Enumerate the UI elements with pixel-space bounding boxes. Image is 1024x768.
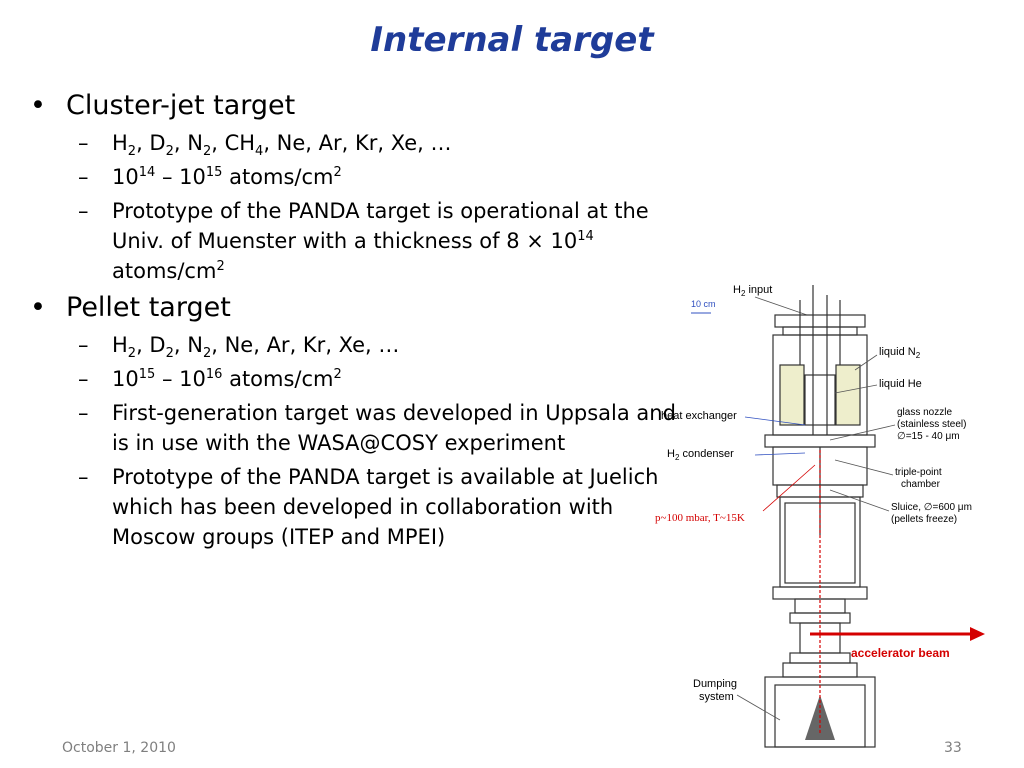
- text: atoms/cm: [222, 165, 334, 189]
- heat-exchanger-label: heat exchanger: [661, 410, 737, 422]
- page-number: 33: [944, 740, 962, 756]
- bullet-pellet: • Pellet target: [30, 290, 690, 326]
- leader-line: [754, 296, 808, 316]
- leader-line: [829, 424, 896, 441]
- sluice-label-2: (pellets freeze): [891, 514, 957, 525]
- superscript: 14: [577, 229, 594, 244]
- text: , Ne, Ar, Kr, Xe, …: [263, 131, 452, 155]
- bullet-list: • Cluster-jet target – H2, D2, N2, CH4, …: [30, 88, 690, 556]
- leader-line: [829, 489, 890, 512]
- h2-condenser-label: H2 condenser: [667, 448, 734, 462]
- text: – 10: [155, 165, 206, 189]
- cluster-prototype: – Prototype of the PANDA target is opera…: [30, 196, 690, 286]
- triple-point-label-2: chamber: [901, 479, 941, 490]
- subscript: 2: [127, 144, 137, 160]
- superscript: 16: [205, 367, 223, 382]
- dash-marker: –: [78, 199, 89, 223]
- text: – 10: [155, 367, 206, 391]
- text: 10: [112, 165, 139, 189]
- leader-line: [744, 416, 806, 426]
- bullet-cluster-jet: • Cluster-jet target: [30, 88, 690, 124]
- superscript: 15: [205, 165, 223, 180]
- dash-marker: –: [78, 165, 89, 189]
- superscript: 2: [333, 367, 342, 382]
- leader-line: [762, 464, 816, 512]
- subscript: 2: [165, 144, 174, 160]
- glass-nozzle-label-1: glass nozzle: [897, 407, 952, 418]
- superscript: 2: [333, 165, 342, 180]
- leader-line: [854, 354, 878, 371]
- text: First-generation target was developed in…: [112, 401, 676, 455]
- dumping-label-1: Dumping: [693, 678, 737, 690]
- leader-line: [834, 459, 894, 476]
- text: , N: [173, 131, 203, 155]
- pellet-target-diagram: 10 cm H2 input liquid N2 liquid He: [655, 284, 985, 748]
- scale-label: 10 cm: [691, 299, 716, 309]
- text: , CH: [211, 131, 256, 155]
- subscript: 4: [255, 144, 264, 160]
- subscript: 2: [202, 144, 212, 160]
- subscript: 2: [202, 346, 212, 362]
- dash-marker: –: [78, 333, 89, 357]
- slide-title: Internal target: [370, 20, 654, 60]
- arrow-head-icon: [970, 627, 985, 641]
- subscript: 2: [165, 346, 174, 362]
- dash-marker: –: [78, 465, 89, 489]
- pellet-heading: Pellet target: [66, 292, 231, 323]
- dumping-label-2: system: [699, 691, 734, 703]
- pellet-prototype: – Prototype of the PANDA target is avail…: [30, 462, 690, 552]
- text: atoms/cm: [112, 259, 217, 283]
- text: atoms/cm: [222, 367, 334, 391]
- triple-point-label-1: triple-point: [895, 467, 942, 478]
- text: Prototype of the PANDA target is operati…: [112, 199, 649, 253]
- text: H: [112, 333, 128, 357]
- leader-line: [754, 452, 806, 456]
- superscript: 15: [138, 367, 156, 382]
- footer-date: October 1, 2010: [62, 740, 176, 756]
- dash-marker: –: [78, 367, 89, 391]
- text: 10: [112, 367, 139, 391]
- pellet-first-gen: – First-generation target was developed …: [30, 398, 690, 458]
- dash-marker: –: [78, 131, 89, 155]
- text: Prototype of the PANDA target is availab…: [112, 465, 659, 549]
- glass-nozzle-label-2: (stainless steel): [897, 419, 966, 430]
- text: , Ne, Ar, Kr, Xe, …: [211, 333, 400, 357]
- pellet-gases: – H2, D2, N2, Ne, Ar, Kr, Xe, …: [30, 330, 690, 360]
- leader-line: [736, 694, 781, 721]
- text: , N: [173, 333, 203, 357]
- pressure-label: p~100 mbar, T~15K: [655, 512, 745, 524]
- text: , D: [136, 131, 166, 155]
- bullet-marker: •: [30, 292, 46, 323]
- cluster-heading: Cluster-jet target: [66, 90, 296, 121]
- text: H: [112, 131, 128, 155]
- bullet-marker: •: [30, 90, 46, 121]
- pellet-density: – 1015 – 1016 atoms/cm2: [30, 364, 690, 394]
- h2-input-label: H2 input: [733, 284, 772, 298]
- liquid-n2-label: liquid N2: [879, 346, 921, 360]
- text: , D: [136, 333, 166, 357]
- dash-marker: –: [78, 401, 89, 425]
- superscript: 14: [138, 165, 156, 180]
- liquid-he-label: liquid He: [879, 378, 922, 390]
- leader-line: [834, 384, 878, 394]
- glass-nozzle-label-3: ∅=15 - 40 μm: [897, 431, 960, 442]
- cluster-gases: – H2, D2, N2, CH4, Ne, Ar, Kr, Xe, …: [30, 128, 690, 158]
- cluster-density: – 1014 – 1015 atoms/cm2: [30, 162, 690, 192]
- accelerator-beam-label: accelerator beam: [851, 646, 950, 660]
- sluice-label-1: Sluice, ∅=600 μm: [891, 502, 972, 513]
- superscript: 2: [216, 259, 225, 274]
- subscript: 2: [127, 346, 137, 362]
